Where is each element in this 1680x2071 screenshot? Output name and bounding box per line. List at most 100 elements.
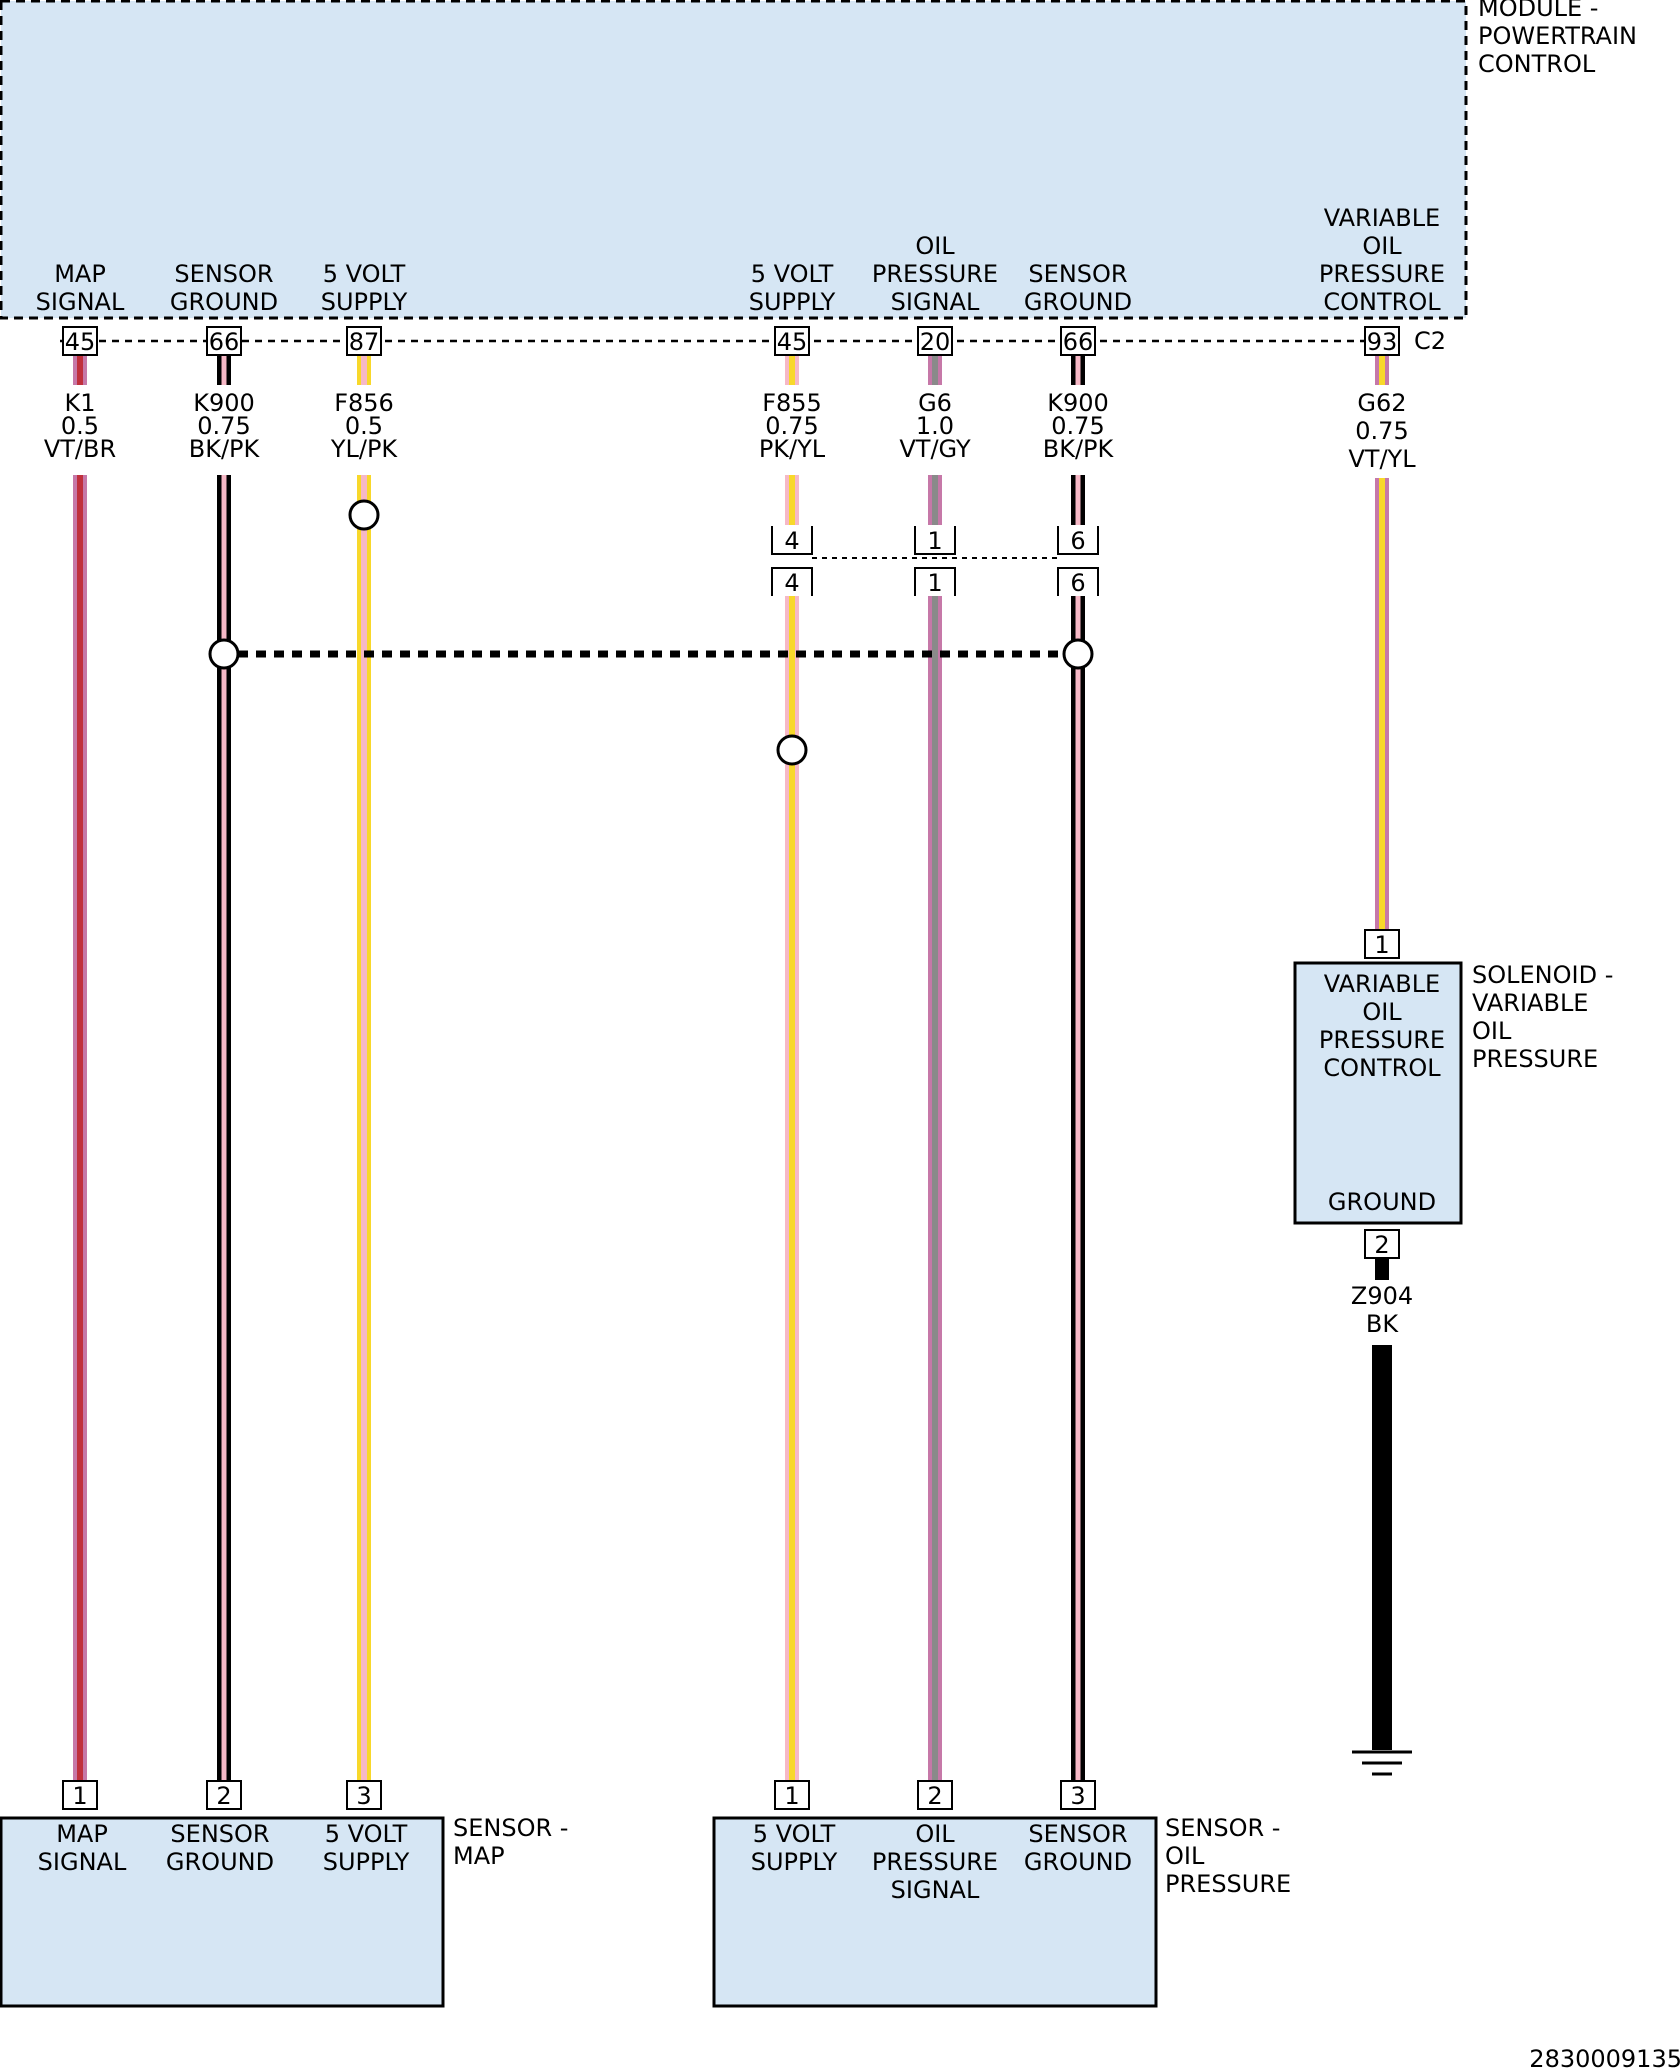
wire-circuit-label: K900 [1047,389,1109,417]
wire-circuit-label: VT/GY [899,435,971,463]
sensor-map-pin-1 [62,1780,98,1810]
wire-circuit-label: 0.75 [765,412,818,440]
wire-vop-control-seg-b-tracer [1379,478,1385,930]
figure-id: 2830009135 [1529,2045,1680,2071]
solenoid-control-label: PRESSURE [1319,1026,1445,1054]
wire-circuit-label: PK/YL [759,435,826,463]
sensor-map-pin-3-label: 3 [356,1782,371,1810]
wire-circuit-label: F855 [762,389,822,417]
pcm-pin-label: SUPPLY [321,288,408,316]
solenoid-pin-2-label: 2 [1374,1231,1389,1259]
wire-oil-pressure-signal-seg-a-tracer [932,355,938,385]
wire-sensor-ground-map-seg-a-tracer [221,355,227,385]
sensor-oil-pin-3-label: 3 [1070,1782,1085,1810]
pcm-pin-sensor-ground-oil-label: 66 [1063,328,1094,356]
wire-5v-supply-map-seg-b [357,475,371,1790]
solenoid-control-label: VARIABLE [1324,970,1440,998]
inline-pin-oil-pressure-signal-lower-label: 1 [927,569,942,597]
inline-pin-sensor-ground-oil-upper-label: 6 [1070,527,1085,555]
solenoid-pin-1-label: 1 [1374,931,1389,959]
wire-map-signal-seg-b-tracer [77,475,83,1790]
wire-oil-pressure-signal-seg-b-tracer [932,475,938,525]
wire-sensor-ground-map-seg-b [217,475,231,1790]
ground-color-label: BK [1366,1310,1399,1338]
wire-sensor-ground-oil-seg-b-tracer [1075,475,1081,525]
inline-pin-5v-supply-oil-lower [771,567,813,596]
sensor-oil-pin-2 [917,1780,953,1810]
sensor-map-pin-label: GROUND [166,1848,274,1876]
inline-pin-sensor-ground-oil-lower [1057,567,1099,596]
wire-5v-supply-map-seg-b-tracer [361,475,367,1790]
pcm-pin-label: 5 VOLT [323,260,406,288]
pcm-pin-label: CONTROL [1323,288,1441,316]
solenoid-control-label: OIL [1362,998,1402,1026]
sensor-map-pin-3 [346,1780,382,1810]
pcm-pin-label: VARIABLE [1324,204,1440,232]
sensor-oil-pin-label: SIGNAL [891,1876,980,1904]
wire-circuit-label: 0.75 [197,412,250,440]
sensor-map-box [0,1816,445,2008]
sensor-oil-name: SENSOR - [1165,1814,1280,1842]
ground-circuit-label: Z904 [1351,1282,1413,1310]
wire-sensor-ground-oil-seg-a [1071,355,1085,385]
inline-pin-5v-supply-oil-upper [771,526,813,555]
inline-pin-sensor-ground-oil-lower-label: 6 [1070,569,1085,597]
pcm-pin-sensor-ground-map-label: 66 [209,328,240,356]
sensor-map-pin-label: MAP [56,1820,108,1848]
wire-circuit-label: K1 [64,389,95,417]
pcm-pin-label: SIGNAL [36,288,125,316]
sensor-map-pin-2 [206,1780,242,1810]
sensor-oil-pin-2-label: 2 [927,1782,942,1810]
pcm-pin-label: OIL [1362,232,1402,260]
wire-sensor-ground-oil-seg-c [1071,595,1085,1790]
inline-pin-sensor-ground-oil-upper [1057,526,1099,555]
wire-ground-z904-seg-a [1375,1258,1389,1280]
wire-circuit-label: 1.0 [916,412,954,440]
wire-vop-control-seg-a [1375,355,1389,385]
pcm-pin-oil-pressure-signal-label: 20 [920,328,951,356]
pcm-pin-oil-pressure-signal [917,326,953,356]
pcm-pin-sensor-ground-map [206,326,242,356]
wire-oil-pressure-signal-seg-c-tracer [932,595,938,1790]
pcm-pin-label: GROUND [1024,288,1132,316]
inline-pin-5v-supply-oil-upper-label: 4 [784,527,799,555]
wire-circuit-label: BK/PK [189,435,261,463]
wire-sensor-ground-oil-seg-c-tracer [1075,595,1081,1790]
wire-5v-supply-map-seg-a [357,355,371,385]
sensor-map-pin-label: 5 VOLT [325,1820,408,1848]
sensor-map-pin-2-label: 2 [216,1782,231,1810]
wire-vop-control-seg-b [1375,478,1389,930]
wire-5v-supply-oil-seg-b [785,475,799,525]
wire-5v-supply-oil-seg-c-tracer [789,595,795,1790]
solenoid-pin-1 [1364,929,1400,959]
pcm-pin-label: SUPPLY [749,288,836,316]
pcm-name: CONTROL [1478,50,1596,78]
pcm-pin-vop-control [1364,326,1400,356]
pcm-pin-5v-supply-map-label: 87 [349,328,380,356]
wire-circuit-label: YL/PK [330,435,399,463]
pcm-pin-5v-supply-map [346,326,382,356]
inline-pin-oil-pressure-signal-upper-label: 1 [927,527,942,555]
sensor-map-pin-1-label: 1 [72,1782,87,1810]
pcm-pin-vop-control-label: 93 [1367,328,1398,356]
sensor-map-pin-label: SUPPLY [323,1848,410,1876]
pcm-pin-sensor-ground-oil [1060,326,1096,356]
c2-connector-label: C2 [1414,327,1446,355]
inline-pin-5v-supply-oil-lower-label: 4 [784,569,799,597]
wire-5v-supply-map-seg-a-tracer [361,355,367,385]
splice-sensor-ground-oil [1062,638,1094,670]
pcm-pin-label: PRESSURE [872,260,998,288]
pcm-pin-label: GROUND [170,288,278,316]
pcm-pin-map-signal [62,326,98,356]
pcm-pin-5v-supply-oil [774,326,810,356]
sensor-map-pin-label: SENSOR [170,1820,269,1848]
wire-map-signal-seg-a-tracer [77,355,83,385]
solenoid-name: PRESSURE [1472,1045,1598,1073]
splice-sensor-ground-map [208,638,240,670]
pcm-pin-map-signal-label: 45 [65,328,96,356]
wire-5v-supply-oil-seg-c [785,595,799,1790]
wire-circuit-label: 0.75 [1355,417,1408,445]
sensor-oil-pin-label: OIL [915,1820,955,1848]
wire-circuit-label: 0.75 [1051,412,1104,440]
